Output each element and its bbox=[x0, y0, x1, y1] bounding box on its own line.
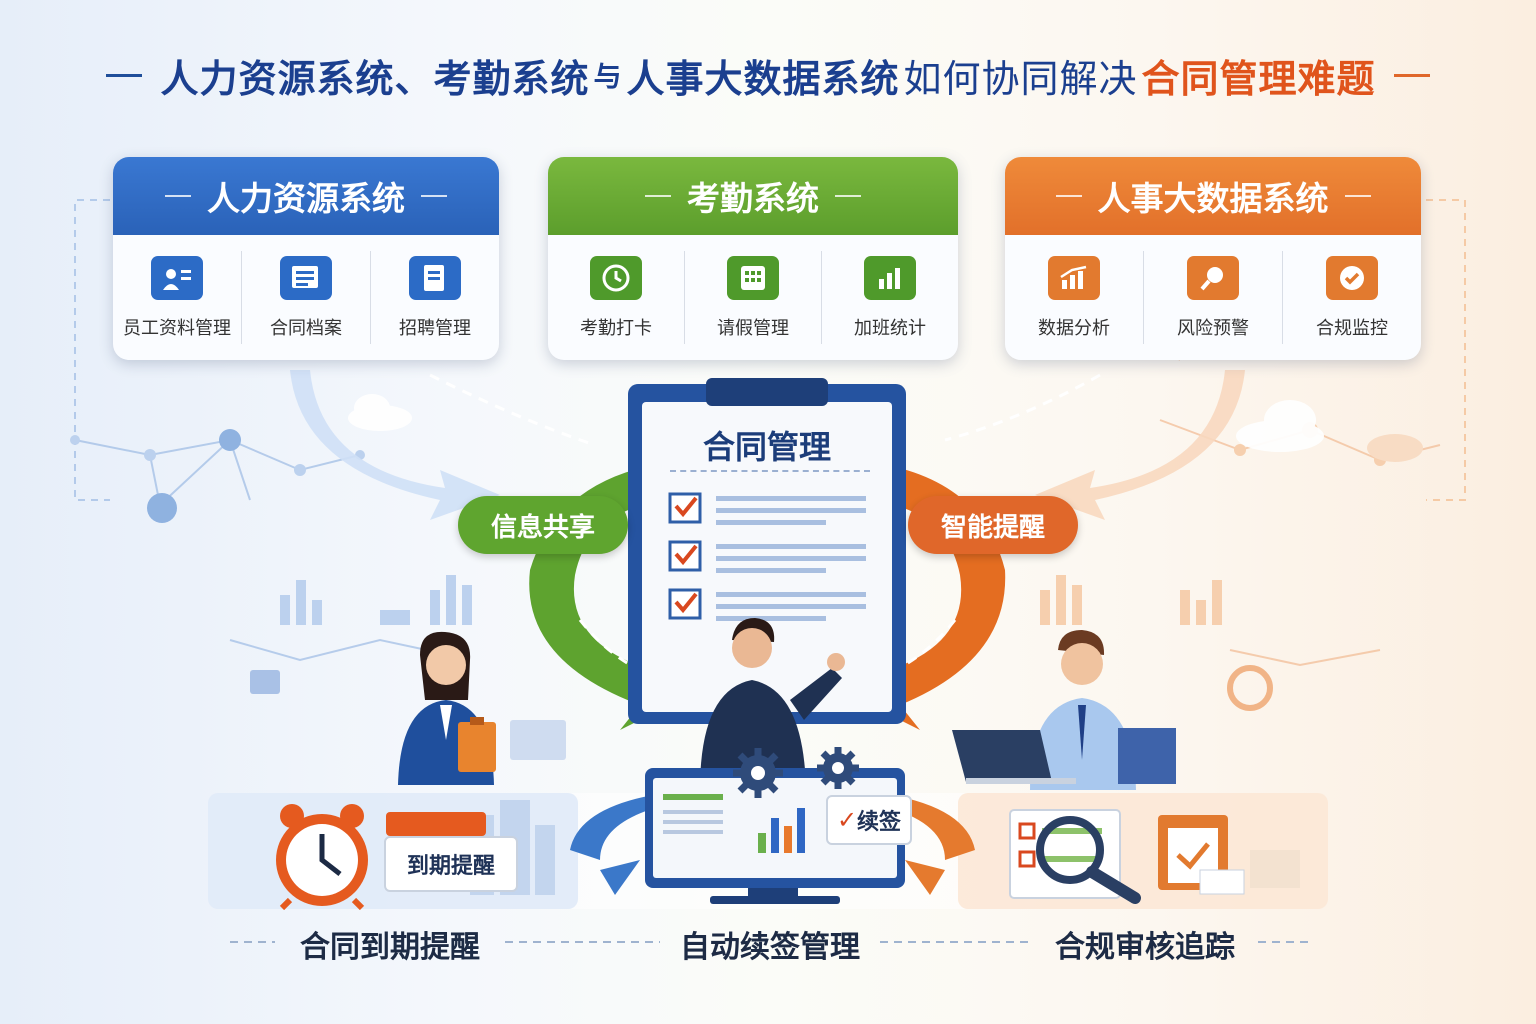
item-label: 合同档案 bbox=[270, 317, 342, 339]
monitor-base bbox=[710, 896, 840, 904]
item-contract-archive[interactable]: 合同档案 bbox=[242, 251, 371, 344]
title-part-systems: 人力资源系统、考勤系统 bbox=[160, 56, 590, 101]
item-data-analysis[interactable]: 数据分析 bbox=[1005, 251, 1144, 344]
panel-bigdata-header: 人事大数据系统 bbox=[1005, 157, 1421, 235]
item-label: 风险预警 bbox=[1177, 317, 1249, 339]
item-clock-in[interactable]: 考勤打卡 bbox=[548, 251, 685, 344]
page-title: 人力资源系统、考勤系统 与 人事大数据系统 如何协同解决 合同管理难题 bbox=[0, 40, 1536, 110]
bottom-label-compliance: 合规审核追踪 bbox=[1055, 930, 1235, 965]
header-dash bbox=[1344, 195, 1371, 197]
panel-hr-title: 人力资源系统 bbox=[207, 179, 405, 218]
panel-bigdata-title: 人事大数据系统 bbox=[1097, 179, 1329, 218]
checklist bbox=[668, 492, 866, 621]
renewal-tag-label: 续签 bbox=[857, 810, 902, 835]
title-part-and: 与 bbox=[593, 60, 623, 93]
title-part-bigdata: 人事大数据系统 bbox=[626, 56, 900, 101]
item-label: 考勤打卡 bbox=[580, 317, 652, 339]
title-right-dash bbox=[1393, 73, 1430, 77]
header-dash bbox=[165, 195, 191, 197]
panel-attendance-header: 考勤系统 bbox=[548, 157, 958, 235]
header-dash bbox=[1055, 195, 1082, 197]
clipboard-title: 合同管理 bbox=[702, 428, 831, 466]
calendar-grid-icon bbox=[727, 255, 779, 300]
analyst-figure bbox=[952, 630, 1176, 790]
bubble-info-sharing: 信息共享 bbox=[458, 496, 628, 554]
expiry-reminder-tag: 到期提醒 bbox=[384, 836, 518, 892]
risk-search-icon bbox=[1187, 255, 1239, 300]
bottom-label-expiry: 合同到期提醒 bbox=[300, 930, 480, 965]
item-recruitment[interactable]: 招聘管理 bbox=[371, 251, 499, 344]
bar-stats-icon bbox=[864, 255, 916, 300]
item-label: 加班统计 bbox=[854, 317, 926, 339]
item-compliance-monitor[interactable]: 合规监控 bbox=[1283, 251, 1421, 344]
panel-hr-system: 人力资源系统 员工资料管理 合同档案 招聘管理 bbox=[113, 157, 499, 360]
panel-attendance-title: 考勤系统 bbox=[687, 179, 819, 218]
header-dash bbox=[645, 195, 671, 197]
check-mark-icon: ✓ bbox=[836, 806, 858, 834]
bubble-smart-reminder: 智能提醒 bbox=[908, 496, 1078, 554]
renewal-tag: ✓ 续签 bbox=[826, 795, 912, 845]
item-label: 合规监控 bbox=[1316, 317, 1388, 339]
growth-chart-icon bbox=[1048, 255, 1100, 300]
clock-icon bbox=[590, 255, 642, 300]
item-label: 请假管理 bbox=[717, 317, 789, 339]
presenter-figure bbox=[700, 618, 845, 790]
header-dash bbox=[421, 195, 447, 197]
item-risk-warning[interactable]: 风险预警 bbox=[1144, 251, 1283, 344]
compliance-docs-illustration bbox=[1009, 809, 1300, 904]
gear-icons bbox=[733, 747, 859, 798]
bottom-label-renewal: 自动续签管理 bbox=[680, 930, 860, 965]
monitor-stand bbox=[748, 888, 798, 898]
panel-attendance-system: 考勤系统 考勤打卡 请假管理 加班统计 bbox=[548, 157, 958, 360]
woman-figure bbox=[398, 631, 496, 785]
title-left-dash bbox=[106, 73, 143, 77]
dashboard-monitor bbox=[645, 768, 905, 888]
item-label: 员工资料管理 bbox=[123, 317, 231, 339]
monitor-charts bbox=[663, 794, 805, 853]
title-underline bbox=[670, 470, 870, 472]
panel-hr-header: 人力资源系统 bbox=[113, 157, 499, 235]
header-dash bbox=[835, 195, 861, 197]
title-part-contract: 合同管理难题 bbox=[1141, 56, 1376, 101]
title-part-howto: 如何协同解决 bbox=[903, 56, 1138, 101]
employee-card-icon bbox=[151, 255, 203, 300]
clipboard-clip bbox=[706, 378, 828, 406]
item-label: 招聘管理 bbox=[399, 317, 471, 339]
contract-file-icon bbox=[280, 255, 332, 300]
panel-bigdata-system: 人事大数据系统 数据分析 风险预警 合规监控 bbox=[1005, 157, 1421, 360]
item-employee-records[interactable]: 员工资料管理 bbox=[113, 251, 242, 344]
item-leave-management[interactable]: 请假管理 bbox=[685, 251, 822, 344]
alarm-clock-icon bbox=[276, 804, 368, 910]
check-badge-icon bbox=[1326, 255, 1378, 300]
item-label: 数据分析 bbox=[1038, 317, 1110, 339]
calendar-strip bbox=[386, 812, 486, 836]
contract-clipboard: 合同管理 bbox=[628, 378, 906, 724]
recruitment-doc-icon bbox=[409, 255, 461, 300]
item-overtime-stats[interactable]: 加班统计 bbox=[822, 251, 958, 344]
